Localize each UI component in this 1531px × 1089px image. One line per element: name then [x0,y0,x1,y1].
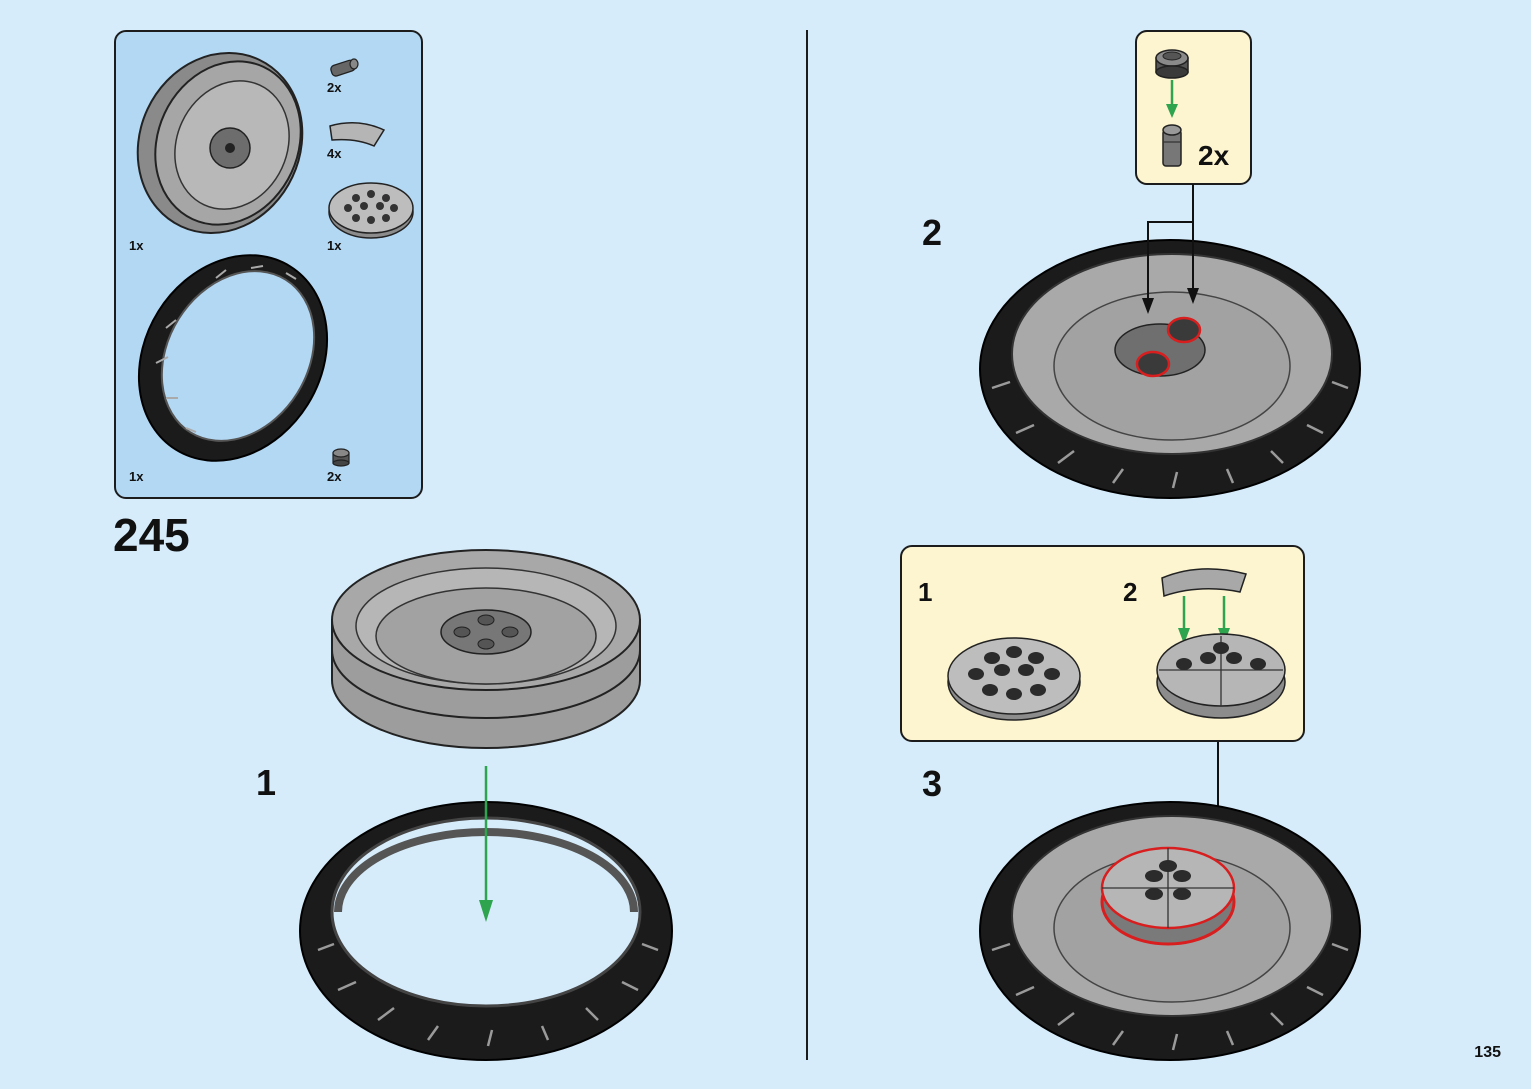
assembled-wheel-icon [979,801,1361,1061]
round-brick-icon [332,448,350,467]
round-plate-icon [1156,633,1286,719]
callout-top [1135,30,1252,185]
parts-qty-wheel-rim: 1x [129,238,144,253]
substep-1-label: 1 [256,762,277,803]
pin-connector-icon [330,58,359,77]
parts-qty-tire: 1x [129,469,144,484]
insert-arrow-icon [1166,80,1178,118]
callout-pointer-arrows [1142,184,1199,314]
tire-icon [137,254,329,462]
assembled-wheel-icon [979,239,1361,499]
tire-icon [299,801,673,1061]
round-brick-icon [1155,49,1189,79]
step-number: 245 [113,509,190,561]
substep-3-label: 3 [922,763,943,804]
parts-qty-pin: 2x [327,80,342,95]
parts-qty-round-brick: 2x [327,469,342,484]
pin-connector-icon [1162,124,1182,167]
round-plate-icon [947,637,1081,721]
parts-qty-curved-tile: 4x [327,146,342,161]
callout-bottom-sub-2: 2 [1123,577,1138,607]
callout-bottom-sub-1: 1 [918,577,933,607]
parts-qty-round-plate: 1x [327,238,342,253]
page-divider [806,30,808,1060]
curved-tile-icon [1161,568,1247,598]
wheel-rim-icon [136,52,304,234]
callout-top-qty: 2x [1198,140,1230,171]
curved-tile-icon [329,122,386,147]
round-plate-icon [328,182,414,239]
insert-arrow-icon [479,766,493,922]
substep-2-label: 2 [922,212,943,253]
page-number: 135 [1474,1044,1501,1061]
wheel-rim-icon [331,549,641,749]
